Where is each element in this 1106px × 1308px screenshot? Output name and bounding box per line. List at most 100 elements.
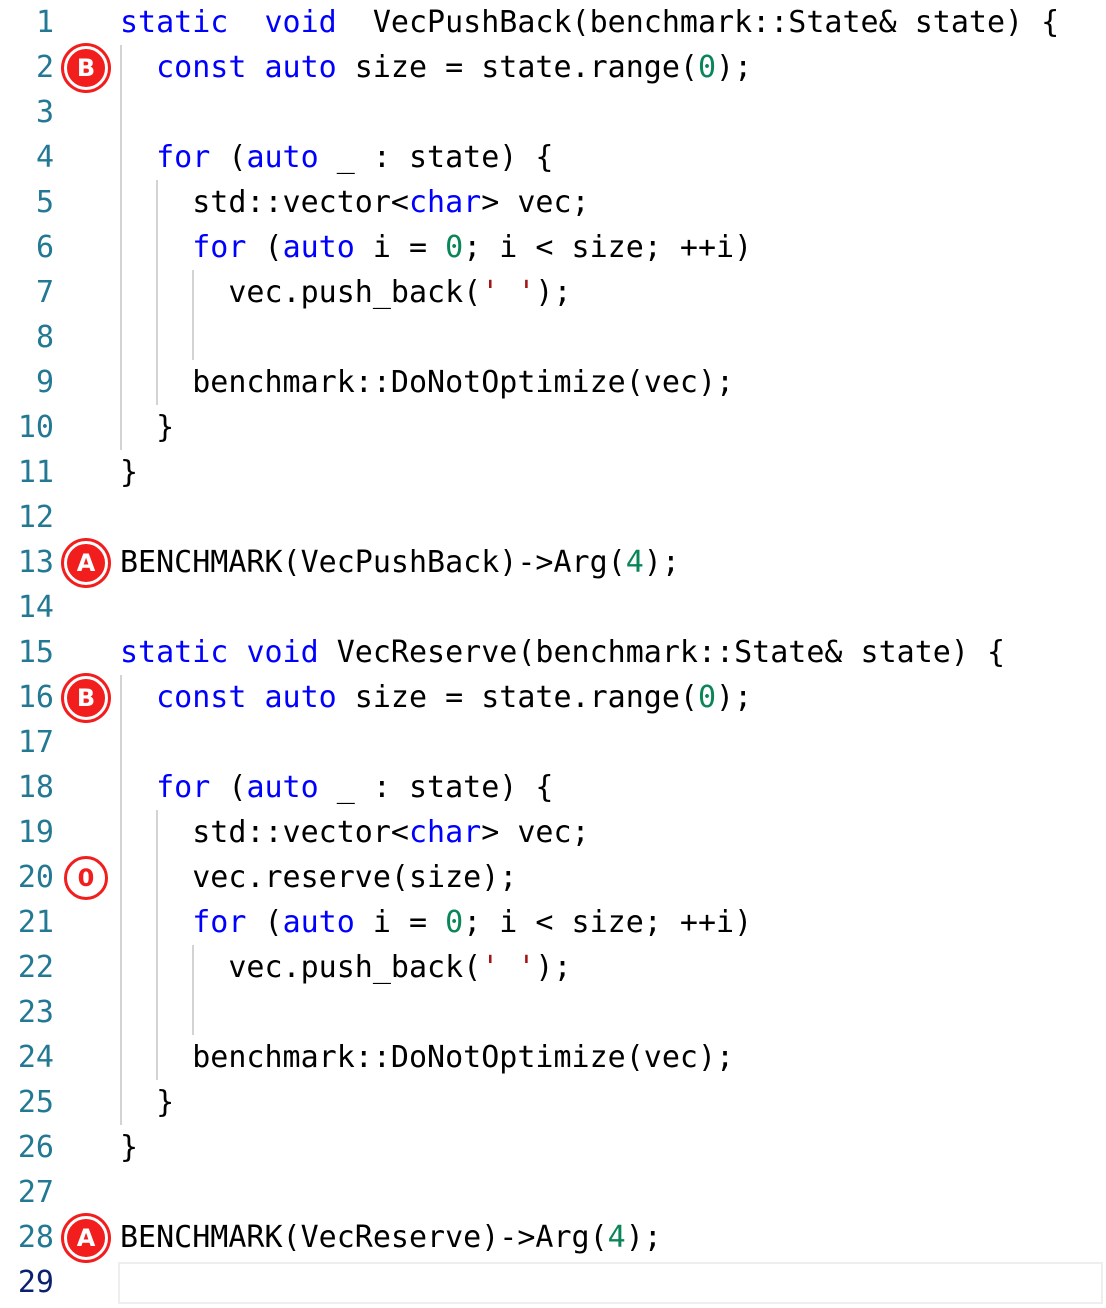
code-token: [228, 635, 246, 670]
code-line[interactable]: 4 for (auto _ : state) {: [0, 135, 1106, 180]
code-line[interactable]: 10 }: [0, 405, 1106, 450]
line-number: 16: [17, 680, 54, 715]
line-number: 4: [35, 140, 54, 175]
code-line[interactable]: 27: [0, 1170, 1106, 1215]
code-line[interactable]: 7 vec.push_back(' ');: [0, 270, 1106, 315]
keyword-token: static: [120, 635, 229, 670]
code-token: [120, 50, 156, 85]
line-number: 19: [17, 815, 54, 850]
code-token: VecPushBack(benchmark::State& state) {: [336, 5, 1060, 40]
code-line[interactable]: 22 vec.push_back(' ');: [0, 945, 1106, 990]
line-number: 12: [17, 500, 54, 535]
code-token: );: [643, 545, 680, 580]
keyword-token: for: [156, 770, 211, 805]
code-line[interactable]: 29: [0, 1260, 1106, 1305]
code-text: for (auto i = 0; i < size; ++i): [120, 225, 752, 270]
code-line[interactable]: 25 }: [0, 1080, 1106, 1125]
line-number: 7: [35, 275, 54, 310]
keyword-token: void: [264, 5, 337, 40]
code-token: VecReserve(benchmark::State& state) {: [318, 635, 1006, 670]
code-line[interactable]: 23: [0, 990, 1106, 1035]
line-number: 26: [17, 1130, 54, 1165]
code-text: const auto size = state.range(0);: [120, 45, 752, 90]
line-number: 8: [35, 320, 54, 355]
number-token: 0: [445, 905, 464, 940]
keyword-token: for: [156, 140, 211, 175]
current-line-highlight: [118, 1262, 1103, 1304]
line-number: 6: [35, 230, 54, 265]
code-token: [120, 140, 156, 175]
keyword-token: auto: [246, 770, 319, 805]
string-token: ' ': [481, 950, 536, 985]
indent-guide: [192, 270, 194, 360]
code-line[interactable]: 5 std::vector<char> vec;: [0, 180, 1106, 225]
code-token: > vec;: [481, 185, 590, 220]
code-token: ; i < size; ++i): [463, 905, 753, 940]
code-line[interactable]: 14: [0, 585, 1106, 630]
annotation-badge-b: B: [64, 46, 108, 90]
code-line[interactable]: 17: [0, 720, 1106, 765]
code-line[interactable]: 11}: [0, 450, 1106, 495]
line-number: 13: [17, 545, 54, 580]
code-line[interactable]: 12: [0, 495, 1106, 540]
code-token: std::vector<: [120, 815, 409, 850]
code-text: const auto size = state.range(0);: [120, 675, 752, 720]
code-line[interactable]: 24 benchmark::DoNotOptimize(vec);: [0, 1035, 1106, 1080]
string-token: ' ': [481, 275, 536, 310]
code-line[interactable]: 6 for (auto i = 0; i < size; ++i): [0, 225, 1106, 270]
code-token: benchmark::DoNotOptimize(vec);: [120, 1040, 735, 1075]
code-text: std::vector<char> vec;: [120, 180, 590, 225]
code-token: [246, 680, 264, 715]
code-text: }: [120, 405, 174, 450]
keyword-token: auto: [282, 905, 355, 940]
line-number: 2: [35, 50, 54, 85]
indent-guide: [192, 945, 194, 1035]
code-text: vec.reserve(size);: [120, 855, 517, 900]
code-token: (: [210, 140, 247, 175]
code-token: BENCHMARK(VecReserve)->Arg(: [120, 1220, 608, 1255]
code-token: i =: [354, 230, 446, 265]
code-line[interactable]: 21 for (auto i = 0; i < size; ++i): [0, 900, 1106, 945]
code-token: (: [246, 905, 283, 940]
keyword-token: for: [192, 905, 247, 940]
code-token: );: [716, 50, 753, 85]
code-line[interactable]: 9 benchmark::DoNotOptimize(vec);: [0, 360, 1106, 405]
line-number: 5: [35, 185, 54, 220]
code-line[interactable]: 13 BENCHMARK(VecPushBack)->Arg(4);: [0, 540, 1106, 585]
line-number: 21: [17, 905, 54, 940]
line-number: 29: [17, 1265, 54, 1300]
code-line[interactable]: 26}: [0, 1125, 1106, 1170]
code-token: (: [246, 230, 283, 265]
code-token: benchmark::DoNotOptimize(vec);: [120, 365, 735, 400]
code-token: [120, 680, 156, 715]
line-number: 20: [17, 860, 54, 895]
code-token: BENCHMARK(VecPushBack)->Arg(: [120, 545, 626, 580]
code-text: }: [120, 1080, 174, 1125]
code-line[interactable]: 3: [0, 90, 1106, 135]
code-line[interactable]: 8: [0, 315, 1106, 360]
code-token: _ : state) {: [318, 140, 554, 175]
keyword-token: auto: [264, 50, 337, 85]
code-token: i =: [354, 905, 446, 940]
code-line[interactable]: 16 const auto size = state.range(0);: [0, 675, 1106, 720]
keyword-token: static: [120, 5, 229, 40]
code-line[interactable]: 20 vec.reserve(size);: [0, 855, 1106, 900]
code-token: vec.reserve(size);: [120, 860, 518, 895]
code-line[interactable]: 2 const auto size = state.range(0);: [0, 45, 1106, 90]
code-line[interactable]: 18 for (auto _ : state) {: [0, 765, 1106, 810]
code-token: }: [120, 1085, 175, 1120]
code-line[interactable]: 19 std::vector<char> vec;: [0, 810, 1106, 855]
line-number: 28: [17, 1220, 54, 1255]
line-number: 23: [17, 995, 54, 1030]
code-token: size = state.range(: [336, 50, 698, 85]
code-token: );: [716, 680, 753, 715]
code-token: }: [120, 410, 175, 445]
annotation-badge-a: A: [64, 541, 108, 585]
line-number: 17: [17, 725, 54, 760]
code-text: BENCHMARK(VecPushBack)->Arg(4);: [120, 540, 680, 585]
code-token: );: [535, 275, 572, 310]
